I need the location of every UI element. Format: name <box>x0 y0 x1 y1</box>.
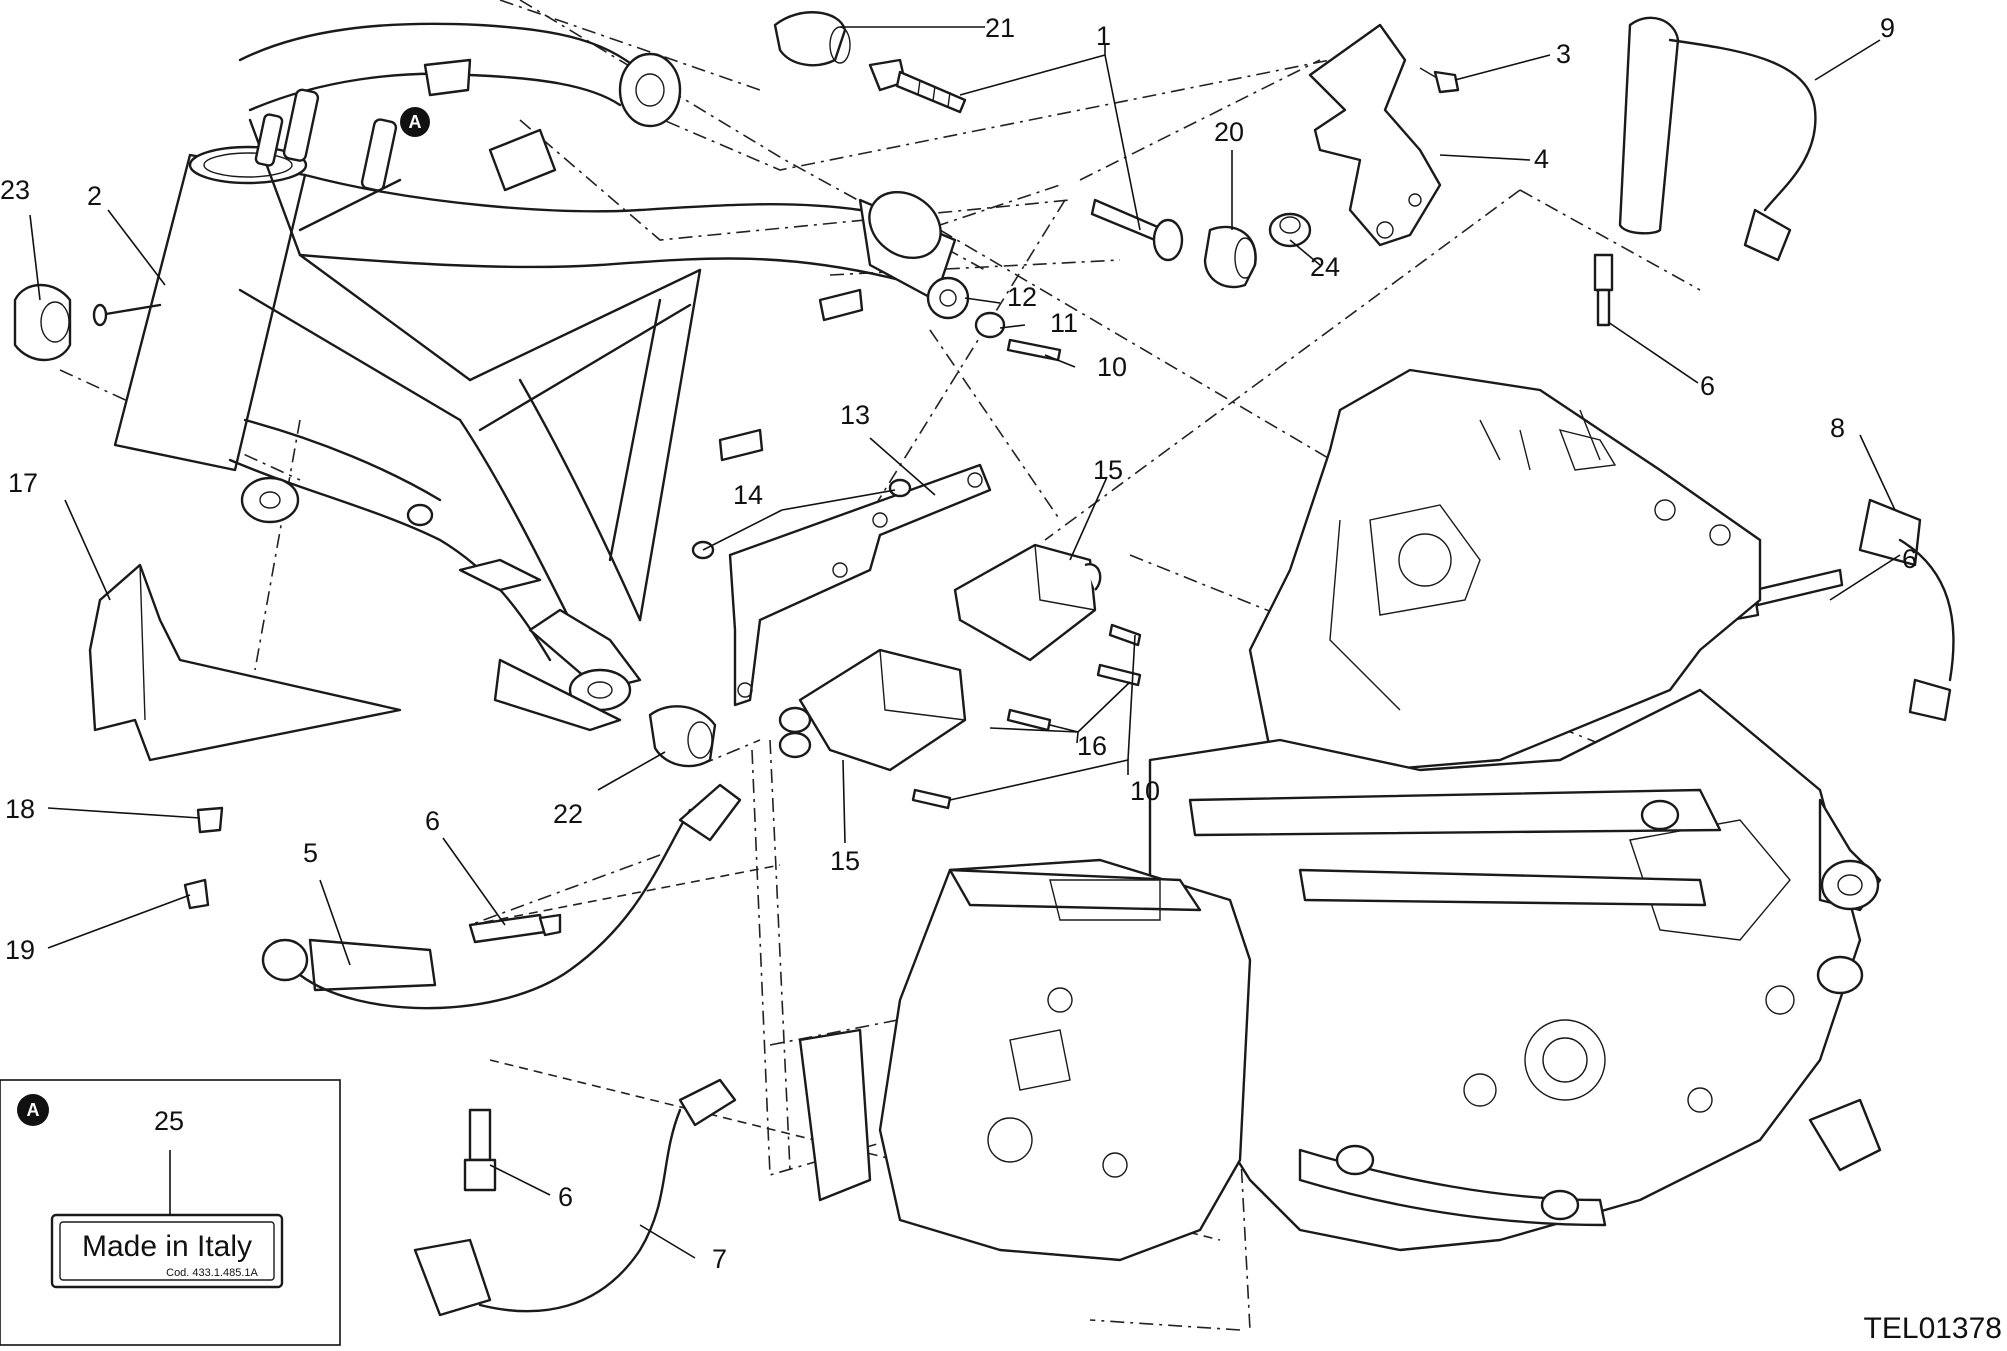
bolt-part-1-lower <box>1090 198 1184 262</box>
callout-7: 7 <box>712 1244 727 1274</box>
callout-9: 9 <box>1880 13 1895 43</box>
callout-8: 8 <box>1830 413 1845 443</box>
callout-3: 3 <box>1556 39 1571 69</box>
callout-16: 16 <box>1077 731 1107 761</box>
callout-6-right: 6 <box>1902 544 1917 574</box>
callout-20: 20 <box>1214 117 1244 147</box>
screw-part-3 <box>1419 67 1460 94</box>
callout-6-top: 6 <box>1700 371 1715 401</box>
callout-25: 25 <box>154 1106 184 1136</box>
gear-part-12 <box>926 276 970 320</box>
frame-part-2 <box>92 22 957 732</box>
fastener-part-18 <box>196 806 224 834</box>
cover-part-17 <box>88 563 402 762</box>
screw-part-10-lower <box>911 623 1142 810</box>
detail-box-a: A Made in Italy Cod. 433.1.485.1A <box>0 1079 341 1346</box>
ht-lead-part-5 <box>261 783 742 1010</box>
drawing-code: TEL01378 <box>1864 1312 2002 1345</box>
washer-part-11 <box>974 311 1006 339</box>
callout-12: 12 <box>1007 282 1037 312</box>
callout-11: 11 <box>1050 308 1078 338</box>
callout-6-left: 6 <box>425 806 440 836</box>
bracket-part-4 <box>1308 23 1442 247</box>
svg-text:A: A <box>27 1100 40 1120</box>
callout-23: 23 <box>0 175 30 205</box>
fastener-part-19 <box>183 878 210 910</box>
spark-plug-part-6-bottom <box>463 1108 497 1192</box>
engine-assembly <box>798 368 1882 1262</box>
grommet-part-20 <box>1203 225 1257 289</box>
callout-17: 17 <box>8 468 38 498</box>
spark-plug-part-6-top <box>1593 253 1614 327</box>
callout-24: 24 <box>1310 252 1340 282</box>
ht-lead-part-7 <box>413 1078 737 1317</box>
callout-18: 18 <box>5 794 35 824</box>
grommet-part-22 <box>648 705 717 768</box>
callout-19: 19 <box>5 935 35 965</box>
callout-2: 2 <box>87 181 102 211</box>
callout-5: 5 <box>303 838 318 868</box>
ignition-coil-part-15-upper <box>953 543 1102 662</box>
callout-10-top: 10 <box>1097 352 1127 382</box>
screw-part-10-top <box>1006 338 1062 362</box>
callout-1: 1 <box>1096 21 1111 51</box>
callout-22: 22 <box>553 799 583 829</box>
spark-plug-part-6-left <box>468 913 562 944</box>
callout-15-upper: 15 <box>1093 455 1123 485</box>
bracket-plate-part-13 <box>728 463 992 707</box>
label-code: Cod. 433.1.485.1A <box>166 1267 258 1279</box>
callout-14: 14 <box>733 480 763 510</box>
made-in-italy-label: Made in Italy <box>82 1230 252 1263</box>
callout-15-lower: 15 <box>830 846 860 876</box>
ignition-coil-part-15-lower <box>778 648 967 772</box>
grommet-part-23 <box>13 283 72 362</box>
spacer-part-24 <box>1268 212 1312 248</box>
callout-labels: 21 1 3 9 4 20 24 23 2 12 11 10 6 8 13 15… <box>0 13 1917 1274</box>
callout-10-lower: 10 <box>1130 776 1160 806</box>
ht-lead-part-8 <box>1858 498 1955 722</box>
callout-6-bottom: 6 <box>558 1182 573 1212</box>
leader-lines <box>29 26 1901 1259</box>
ht-lead-part-9 <box>1618 16 1817 262</box>
callout-21: 21 <box>985 13 1015 43</box>
bolt-part-1-top <box>868 58 967 114</box>
screw-part-16 <box>1006 663 1142 732</box>
detail-marker-a-frame: A <box>400 107 430 137</box>
callout-13: 13 <box>840 400 870 430</box>
svg-text:A: A <box>409 112 422 132</box>
callout-4: 4 <box>1534 144 1549 174</box>
grommet-part-21 <box>773 11 851 67</box>
